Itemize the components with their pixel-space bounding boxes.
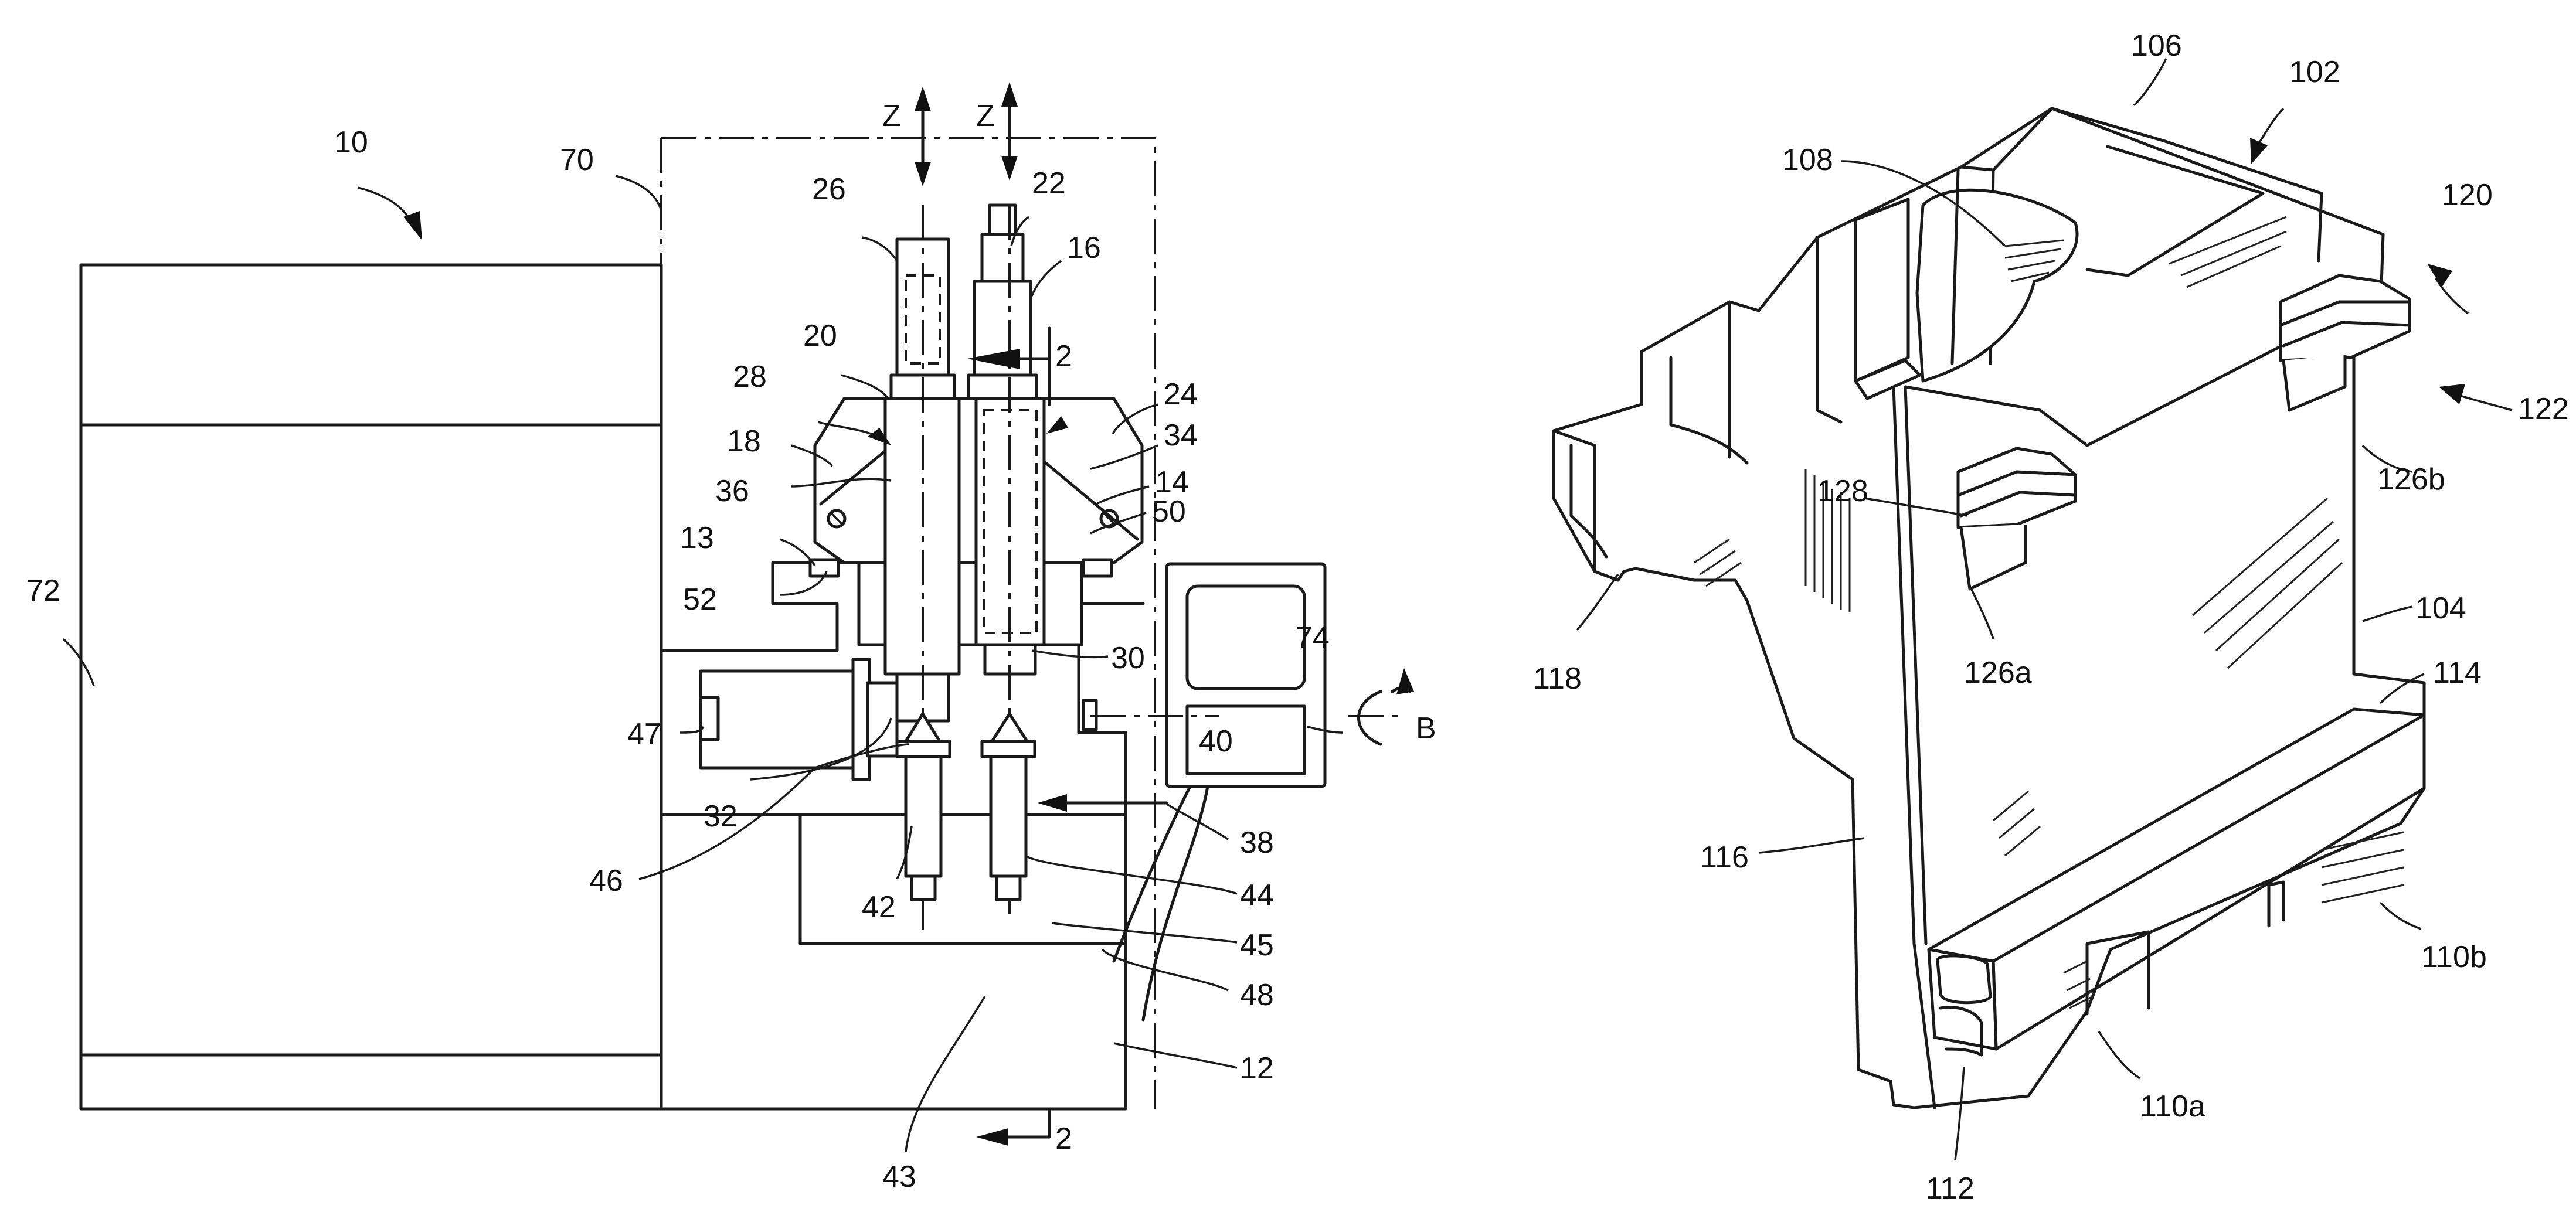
base-unit-72 bbox=[81, 265, 661, 1109]
label-108: 108 bbox=[1782, 143, 1833, 177]
label-30: 30 bbox=[1111, 641, 1145, 675]
label-z-right: Z bbox=[976, 99, 995, 133]
label-48: 48 bbox=[1240, 978, 1274, 1012]
label-110a: 110a bbox=[2140, 1090, 2205, 1124]
label-70: 70 bbox=[560, 143, 594, 177]
label-10: 10 bbox=[334, 125, 368, 159]
label-50: 50 bbox=[1152, 495, 1186, 529]
label-32: 32 bbox=[704, 799, 738, 833]
label-43: 43 bbox=[882, 1160, 916, 1194]
label-45: 45 bbox=[1240, 928, 1274, 962]
label-102: 102 bbox=[2289, 55, 2340, 89]
label-18: 18 bbox=[727, 424, 761, 458]
label-118: 118 bbox=[1533, 662, 1582, 696]
label-114: 114 bbox=[2433, 656, 2482, 690]
label-section-2-top: 2 bbox=[1055, 339, 1072, 373]
label-b: B bbox=[1416, 711, 1436, 745]
label-34: 34 bbox=[1164, 418, 1198, 452]
label-24: 24 bbox=[1164, 377, 1198, 411]
label-26: 26 bbox=[812, 172, 846, 206]
label-106: 106 bbox=[2131, 29, 2182, 63]
label-120: 120 bbox=[2442, 178, 2493, 212]
label-122: 122 bbox=[2518, 392, 2569, 426]
label-52: 52 bbox=[683, 583, 717, 617]
label-46: 46 bbox=[589, 864, 623, 898]
label-110b: 110b bbox=[2421, 940, 2487, 974]
label-16: 16 bbox=[1067, 231, 1101, 265]
label-13: 13 bbox=[680, 521, 714, 555]
label-28: 28 bbox=[733, 360, 767, 394]
label-128: 128 bbox=[1817, 474, 1868, 508]
label-38: 38 bbox=[1240, 826, 1274, 860]
label-42: 42 bbox=[862, 890, 896, 924]
label-47: 47 bbox=[627, 717, 661, 751]
label-126a: 126a bbox=[1964, 656, 2032, 690]
right-figure bbox=[1554, 59, 2512, 1160]
label-116: 116 bbox=[1700, 840, 1749, 874]
label-40: 40 bbox=[1199, 724, 1233, 758]
label-12: 12 bbox=[1240, 1051, 1274, 1085]
label-44: 44 bbox=[1240, 879, 1274, 913]
label-112: 112 bbox=[1926, 1172, 1975, 1206]
label-section-2-bottom: 2 bbox=[1055, 1122, 1072, 1156]
left-figure bbox=[63, 82, 1414, 1152]
label-72: 72 bbox=[26, 574, 60, 608]
label-126b: 126b bbox=[2377, 462, 2445, 496]
label-20: 20 bbox=[803, 319, 837, 353]
label-74: 74 bbox=[1296, 621, 1330, 655]
label-104: 104 bbox=[2415, 591, 2466, 625]
label-36: 36 bbox=[715, 474, 749, 508]
label-z-left: Z bbox=[882, 99, 901, 133]
label-22: 22 bbox=[1032, 166, 1066, 200]
